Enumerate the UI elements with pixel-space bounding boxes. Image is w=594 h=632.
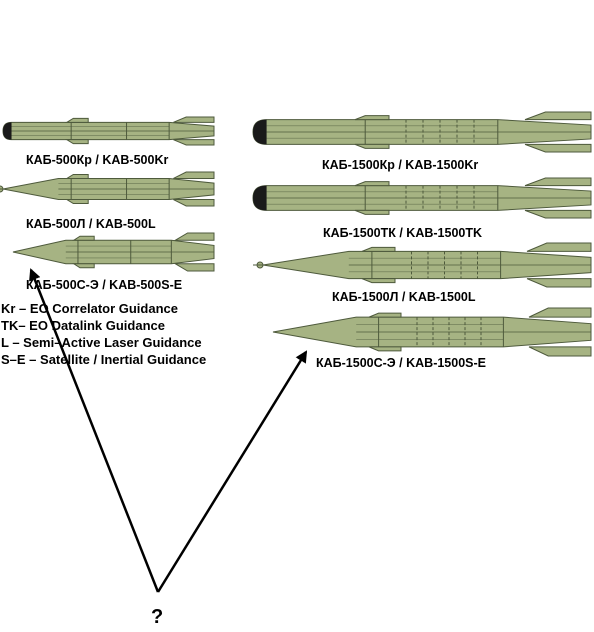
bomb-label-kab-1500s-e: КАБ-1500С-Э / KAB-1500S-E <box>316 356 486 370</box>
question-mark: ? <box>151 606 163 628</box>
bomb-kab-500kr <box>2 116 215 146</box>
arrow-to-kab-1500s-e <box>156 350 308 593</box>
bomb-label-kab-1500tk: КАБ-1500ТК / KAB-1500TK <box>323 226 482 240</box>
bomb-kab-1500l <box>253 242 592 288</box>
bomb-label-kab-1500kr: КАБ-1500Кр / KAB-1500Kr <box>322 158 478 172</box>
bomb-label-kab-500s-e: КАБ-500С-Э / KAB-500S-E <box>26 278 182 292</box>
legend-l: L – Semi–Active Laser Guidance <box>1 335 202 350</box>
bomb-kab-1500tk <box>252 177 592 219</box>
legend-s-e: S–E – Satellite / Inertial Guidance <box>1 352 206 367</box>
bomb-kab-500l <box>0 171 215 207</box>
legend-kr: Kr – EO Correlator Guidance <box>1 301 178 316</box>
bombs-layer <box>0 111 592 357</box>
bomb-kab-1500s-e <box>272 307 592 357</box>
bomb-label-kab-500l: КАБ-500Л / KAB-500L <box>26 217 156 231</box>
arrow-to-kab-500s-e <box>29 268 160 593</box>
bomb-label-kab-500kr: КАБ-500Кр / KAB-500Kr <box>26 153 168 167</box>
bomb-kab-500s-e <box>12 232 215 272</box>
bomb-label-kab-1500l: КАБ-1500Л / KAB-1500L <box>332 290 476 304</box>
bomb-kab-1500kr <box>252 111 592 153</box>
legend-tk: TK– EO Datalink Guidance <box>1 318 165 333</box>
